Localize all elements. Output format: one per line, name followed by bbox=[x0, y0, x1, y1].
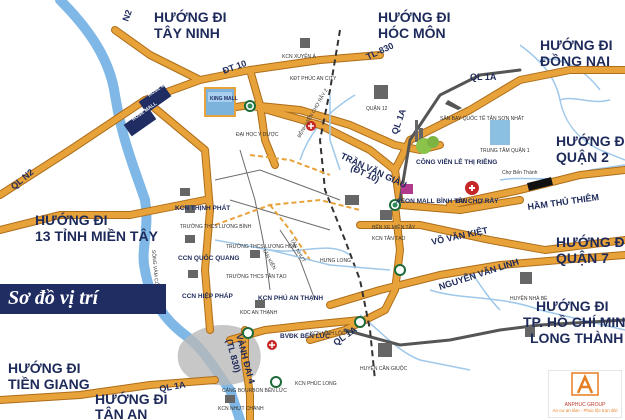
king-mall-label: KING MALL bbox=[210, 96, 238, 102]
canals bbox=[214, 95, 391, 271]
aeon-mall-icon bbox=[401, 184, 413, 194]
minor-rivers bbox=[269, 44, 625, 371]
map-title: Sơ đồ vị trí bbox=[8, 287, 99, 309]
logo-name: ANPHUC GROUP bbox=[564, 402, 606, 408]
direction-mien-tay-label-2: 13 TỈNH MIỀN TÂY bbox=[35, 227, 159, 244]
san-bay-label: SÂN BAY QUỐC TẾ TÂN SƠN NHẤT bbox=[440, 115, 524, 122]
direction-quan-2-label-2: QUẬN 2 bbox=[556, 148, 609, 165]
ql1a-grey-road bbox=[343, 68, 625, 347]
direction-mien-tay-label-1: HƯỚNG ĐI bbox=[35, 211, 108, 228]
direction-quan-2-label-1: HƯỚNG ĐI bbox=[556, 132, 625, 149]
bvdk-ben-luc-label: BVĐK BẾN LỨC bbox=[280, 330, 330, 340]
bv-cho-ray-label: BV. CHỢ RẪY bbox=[456, 196, 499, 205]
direction-tan-an-label-2: TÂN AN bbox=[95, 405, 147, 420]
kcn-xuyen-a-label: KCN XUYÊN Á bbox=[282, 52, 317, 60]
map-title-banner bbox=[0, 284, 166, 314]
direction-dong-nai-label-1: HƯỚNG ĐI bbox=[540, 36, 613, 53]
truong-thcs-tan-tao-label: TRƯỜNG THCS TÂN TẠO bbox=[226, 273, 287, 280]
rose-mall-blocks bbox=[123, 84, 172, 137]
kcn-vinh-loc-3-label: KCN VĨNH LỘC 3 bbox=[310, 330, 350, 337]
dai-hoc-y-duoc-label: ĐẠI HỌC Y DƯỢC bbox=[236, 132, 279, 138]
quan-12-label: QUẬN 12 bbox=[366, 105, 388, 112]
direction-hoc-mon-label-2: HÓC MÔN bbox=[378, 24, 446, 41]
direction-tien-giang-label-1: HƯỚNG ĐI bbox=[8, 359, 81, 376]
ccn-quoc-quang-label: CCN QUỐC QUANG bbox=[178, 252, 239, 262]
road-network bbox=[0, 26, 625, 420]
kdt-phuc-an-label: KĐT PHÚC AN CITY bbox=[290, 75, 337, 82]
direction-dong-nai-label-2: ĐỒNG NAI bbox=[540, 52, 610, 69]
king-mall-building bbox=[204, 87, 236, 117]
direction-tan-an-label-1: HƯỚNG ĐI bbox=[95, 390, 168, 407]
railway-line bbox=[318, 29, 376, 381]
direction-tay-ninh-label-2: TÂY NINH bbox=[154, 24, 220, 41]
logo-tagline: An cư an tâm - Phúc lộc trọn đời bbox=[552, 408, 618, 413]
kcn-phu-an-thanh-label: KCN PHÚ AN THẠNH bbox=[258, 293, 323, 302]
kcn-thinh-phat-label: KCN THỊNH PHÁT bbox=[175, 203, 230, 212]
trung-tam-q1-label: TRUNG TÂM QUẬN 1 bbox=[480, 147, 530, 154]
truong-thcs-luong-hoa-label: TRƯỜNG THCS LƯƠNG HÒA bbox=[226, 243, 297, 250]
hung-long-label: HƯNG LONG bbox=[320, 258, 351, 264]
building-icons bbox=[180, 38, 535, 403]
kcn-tan-tao-label: KCN TÂN TẠO bbox=[372, 235, 406, 242]
kcn-phuc-long-label: KCN PHÚC LONG bbox=[295, 380, 337, 387]
direction-tay-ninh-label-1: HƯỚNG ĐI bbox=[154, 8, 227, 25]
planned-roads bbox=[214, 154, 361, 261]
direction-quan-7-label-2: QUẬN 7 bbox=[556, 249, 609, 266]
park-icon bbox=[416, 136, 439, 154]
ben-xe-mien-tay-label: BẾN XE MIỀN TÂY bbox=[372, 224, 416, 231]
direction-long-thanh-label-2: TP. HỒ CHÍ MINH bbox=[523, 313, 625, 330]
cang-bourbon-label: CẢNG BOURBON BẾN LỨC bbox=[222, 387, 287, 394]
direction-labels: HƯỚNG ĐI TÂY NINH HƯỚNG ĐI HÓC MÔN HƯỚNG… bbox=[8, 8, 625, 420]
huyen-can-giuoc-label: HUYỆN CẦN GIUỘC bbox=[360, 364, 408, 372]
huyen-nha-be-label: HUYỆN NHÀ BÈ bbox=[510, 294, 548, 302]
road-n2-label: N2 bbox=[120, 8, 133, 22]
anphuc-logo-icon bbox=[571, 372, 599, 396]
road-ql1a-top-label: QL 1A bbox=[470, 72, 497, 82]
truong-thcs-luong-binh-label: TRƯỜNG THCS LƯƠNG BÌNH bbox=[180, 223, 252, 230]
ccn-hiep-phap-label: CCN HIỆP PHÁP bbox=[182, 291, 233, 300]
river-vam-co-dong-label: SÔNG VÀM CỎ ĐÔNG bbox=[150, 250, 162, 303]
direction-long-thanh-label-3: LONG THÀNH bbox=[530, 330, 623, 346]
aeon-mall-label: AEON MALL BÌNH TÂN bbox=[396, 196, 468, 205]
hospital-icon bbox=[267, 121, 479, 350]
thu-thiem-tunnel bbox=[527, 177, 553, 191]
direction-tien-giang-label-2: TIỀN GIANG bbox=[8, 376, 90, 392]
kcn-nhut-chanh-label: KCN NHỰT CHÁNH bbox=[218, 405, 264, 412]
minor-streets bbox=[214, 149, 341, 301]
direction-hoc-mon-label-1: HƯỚNG ĐI bbox=[378, 8, 451, 25]
kdc-an-thanh-label: KDC AN THẠNH bbox=[240, 310, 278, 316]
cong-vien-label: CÔNG VIÊN LÊ THỊ RIÊNG bbox=[416, 157, 497, 166]
developer-logo: ANPHUC GROUP An cư an tâm - Phúc lộc trọ… bbox=[548, 370, 622, 418]
cho-ben-thanh-label: Chợ Bến Thành bbox=[502, 170, 538, 176]
airplane-icon bbox=[445, 100, 462, 110]
direction-long-thanh-label-1: HƯỚNG ĐI bbox=[536, 297, 609, 314]
project-markers bbox=[247, 103, 398, 208]
road-ql1a-left-label: QL 1A bbox=[159, 379, 187, 394]
direction-quan-7-label-1: HƯỚNG ĐI bbox=[556, 233, 625, 250]
